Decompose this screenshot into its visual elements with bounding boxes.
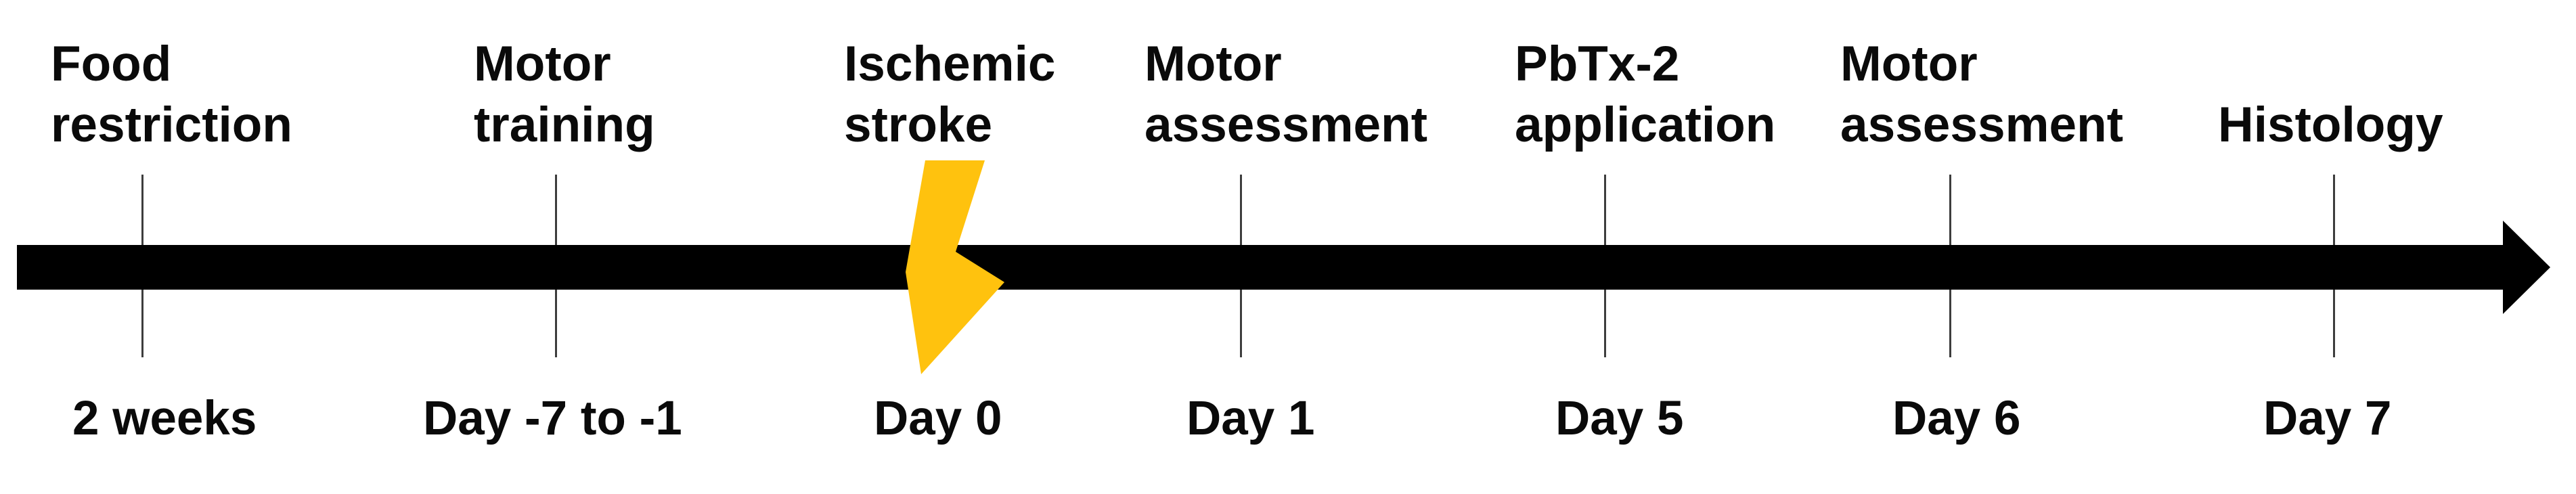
event-label-ischemic-stroke: Ischemic stroke [844, 37, 1056, 152]
day-label-minus7-to-minus1: Day -7 to -1 [423, 392, 682, 445]
day-label-day-6: Day 6 [1892, 392, 2021, 445]
arrow-right-icon [2503, 221, 2550, 314]
day-label-2-weeks: 2 weeks [72, 392, 257, 445]
timeline-bar [17, 245, 2508, 290]
day-label-day-0: Day 0 [874, 392, 1002, 445]
day-label-day-7: Day 7 [2263, 392, 2392, 445]
event-label-motor-assessment-1: Motor assessment [1145, 37, 1428, 152]
event-label-food-restriction: Food restriction [51, 37, 292, 152]
day-label-day-1: Day 1 [1186, 392, 1315, 445]
day-label-day-5: Day 5 [1555, 392, 1684, 445]
event-label-histology: Histology [2218, 97, 2443, 152]
lightning-bolt-icon [906, 160, 1004, 374]
event-label-motor-assessment-2: Motor assessment [1840, 37, 2124, 152]
event-label-pbtx2-application: PbTx-2 application [1515, 37, 1776, 152]
event-label-motor-training: Motor training [474, 37, 655, 152]
